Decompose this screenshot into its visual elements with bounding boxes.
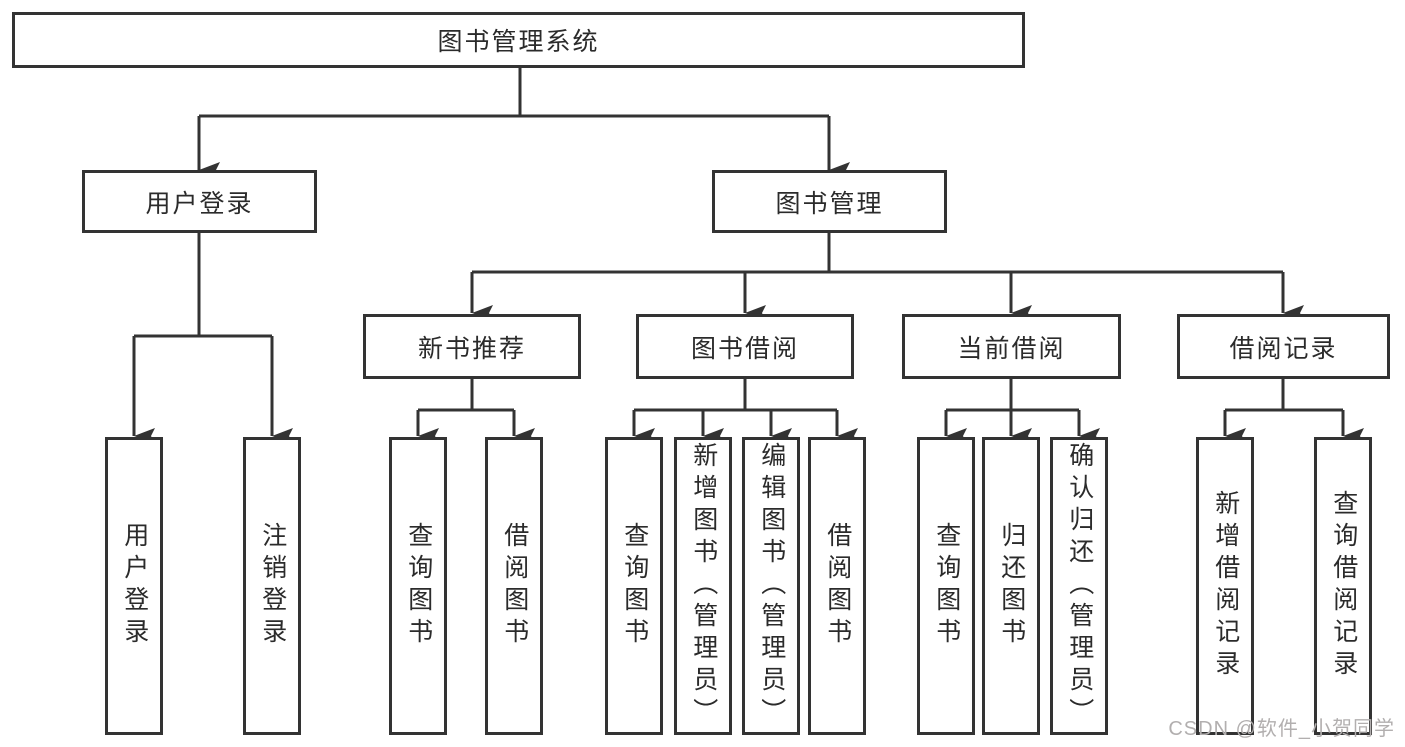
borrowing-records-node: 借阅记录 (1177, 314, 1390, 379)
query-books-current-leaf: 查询图书 (917, 437, 975, 735)
add-borrow-record-leaf: 新增借阅记录 (1196, 437, 1254, 735)
node-label: 确认归还（管理员） (1065, 442, 1094, 730)
node-label: 借阅图书 (823, 522, 852, 650)
user-login-leaf: 用户登录 (105, 437, 163, 735)
node-label: 借阅记录 (1229, 334, 1338, 363)
logout-leaf: 注销登录 (243, 437, 301, 735)
node-label: 查询借阅记录 (1329, 490, 1358, 682)
new-book-recommendation-node: 新书推荐 (363, 314, 581, 379)
csdn-watermark: CSDN @软件_小贺同学 (1168, 718, 1395, 740)
node-label: 用户登录 (145, 189, 254, 218)
user-login-node: 用户登录 (82, 170, 317, 233)
book-management-node: 图书管理 (712, 170, 947, 233)
query-books-borrowing-leaf: 查询图书 (605, 437, 663, 735)
node-label: 借阅图书 (500, 522, 529, 650)
root-node: 图书管理系统 (12, 12, 1025, 68)
node-label: 查询图书 (620, 522, 649, 650)
node-label: 归还图书 (997, 522, 1026, 650)
query-borrow-record-leaf: 查询借阅记录 (1314, 437, 1372, 735)
current-borrowing-node: 当前借阅 (902, 314, 1121, 379)
node-label: 用户登录 (120, 522, 149, 650)
node-label: 图书管理系统 (437, 28, 600, 56)
borrow-books-recommend-leaf: 借阅图书 (485, 437, 543, 735)
node-label: 编辑图书（管理员） (757, 442, 786, 730)
node-label: 查询图书 (932, 522, 961, 650)
node-label: 新增图书（管理员） (689, 442, 718, 730)
book-borrowing-node: 图书借阅 (636, 314, 854, 379)
add-books-admin-leaf: 新增图书（管理员） (674, 437, 732, 735)
return-books-leaf: 归还图书 (982, 437, 1040, 735)
node-label: 注销登录 (258, 522, 287, 650)
query-books-recommend-leaf: 查询图书 (389, 437, 447, 735)
node-label: 新书推荐 (417, 334, 526, 363)
edit-books-admin-leaf: 编辑图书（管理员） (742, 437, 800, 735)
confirm-return-admin-leaf: 确认归还（管理员） (1050, 437, 1108, 735)
node-label: 图书借阅 (690, 334, 799, 363)
node-label: 图书管理 (775, 189, 884, 218)
node-label: 查询图书 (404, 522, 433, 650)
node-label: 当前借阅 (957, 334, 1066, 363)
borrow-books-borrowing-leaf: 借阅图书 (808, 437, 866, 735)
node-label: 新增借阅记录 (1211, 490, 1240, 682)
